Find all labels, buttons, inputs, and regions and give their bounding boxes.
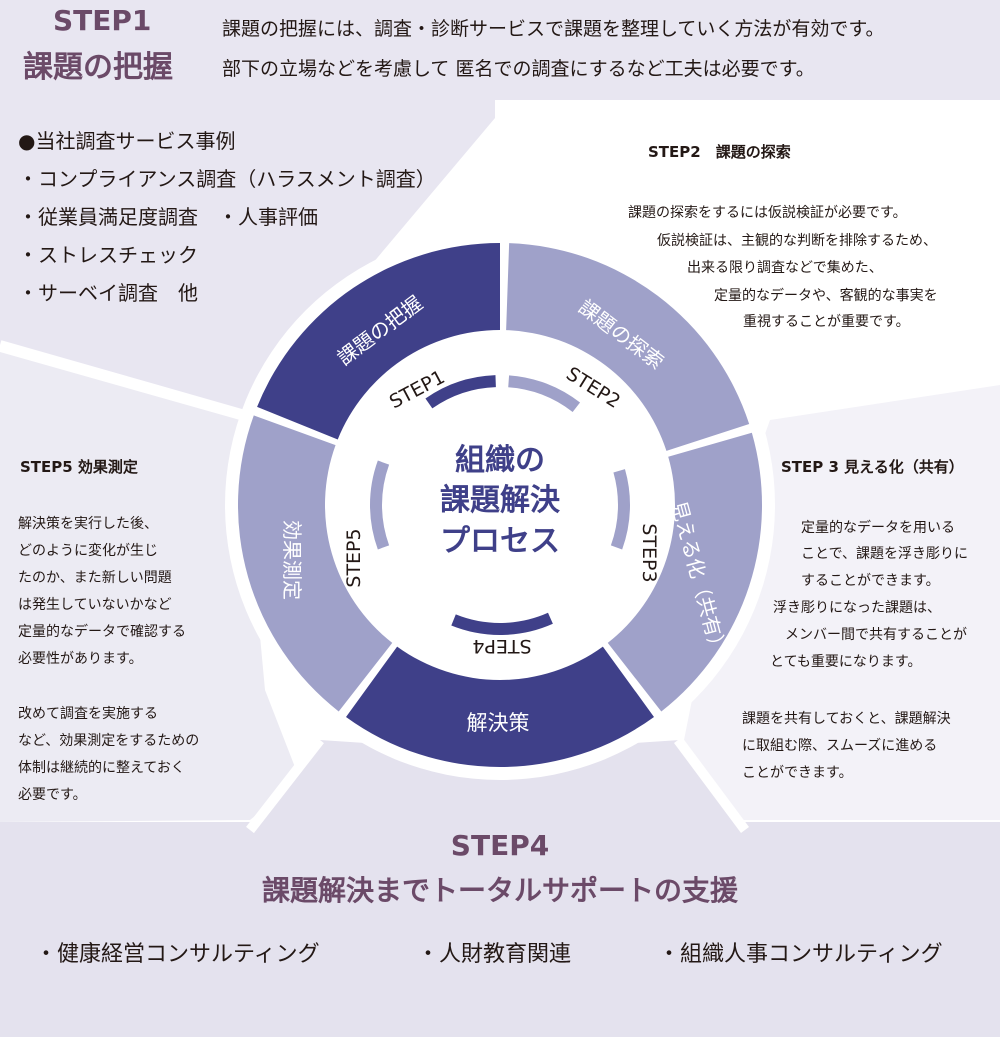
center-label-line2: 課題解決 <box>440 483 561 518</box>
divider-line <box>246 736 324 834</box>
center-label-line3: プロセス <box>440 524 560 559</box>
step5-text-line: 解決策を実行した後、 <box>18 516 158 532</box>
segment-label-step5: 効果測定 <box>280 520 304 600</box>
inner-arc-step5 <box>370 460 390 550</box>
step3-text-line: 浮き彫りになった課題は、 <box>773 600 941 616</box>
step1-heading-line2: 課題の把握 <box>23 50 173 85</box>
inner-arc-step4 <box>451 612 553 636</box>
step2-title: STEP2 課題の探索 <box>648 143 791 161</box>
step4-heading-line2: 課題解決までトータルサポートの支援 <box>261 874 738 907</box>
step3-text-line: メンバー間で共有することが <box>785 627 967 643</box>
step3-text-line: することができます。 <box>801 573 940 589</box>
step5-text-line: 定量的なデータで確認する <box>18 624 186 640</box>
divider-line <box>763 343 1000 420</box>
step5-text-line: 改めて調査を実施する <box>18 706 158 722</box>
support-item-talent-education: ・人財教育関連 <box>417 942 572 967</box>
segment-step1 <box>257 243 500 440</box>
service-example-item: ・コンプライアンス調査（ハラスメント調査） <box>18 167 436 191</box>
support-item-health-consulting: ・健康経営コンサルティング <box>35 942 320 967</box>
step1-heading-line1: STEP1 <box>53 4 152 37</box>
step5-text-line: たのか、また新しい問題 <box>18 570 172 586</box>
segment-step3 <box>607 432 762 712</box>
inner-step-label-5: STEP5 <box>343 528 365 587</box>
divider-line <box>0 340 247 420</box>
step3-text-line: 課題を共有しておくと、課題解決 <box>742 711 951 727</box>
step5-title: STEP5 効果測定 <box>20 458 138 476</box>
inner-arc-step2 <box>508 375 581 413</box>
service-examples-heading: ●当社調査サービス事例 <box>18 129 236 153</box>
step3-text-line: 定量的なデータを用いる <box>801 520 955 536</box>
inner-arc-step1 <box>425 375 496 409</box>
step5-text-line: は発生していないかなど <box>18 597 172 613</box>
step3-text-line: とても重要になります。 <box>770 654 922 670</box>
step5-text-line: 体制は継続的に整えておく <box>18 760 185 776</box>
inner-arc-step3 <box>610 469 630 550</box>
step5-text-line: どのように変化が生じ <box>18 543 158 559</box>
step2-text-line: 定量的なデータや、客観的な事実を <box>714 288 938 304</box>
step3-text-line: ことができます。 <box>742 765 853 781</box>
segment-label-step4: 解決策 <box>467 711 530 735</box>
service-example-item: ・ストレスチェック <box>18 243 198 267</box>
support-item-hr-consulting: ・組織人事コンサルティング <box>658 942 943 967</box>
step3-title: STEP 3 見える化（共有） <box>781 458 964 476</box>
step5-text-line: 必要性があります。 <box>18 651 143 667</box>
step3-text-line: ことで、課題を浮き彫りに <box>801 546 969 562</box>
step1-zone <box>0 0 1000 415</box>
step5-text-line: 必要です。 <box>18 787 87 803</box>
step1-description-line2: 部下の立場などを考慮して 匿名での調査にするなど工夫は必要です。 <box>222 58 815 80</box>
inner-step-label-3: STEP3 <box>638 523 660 582</box>
step2-text-line: 重視することが重要です。 <box>743 314 910 330</box>
wheel-segments <box>237 243 762 768</box>
step2-text-line: 課題の探索をするには仮説検証が必要です。 <box>628 205 907 221</box>
service-example-item: ・従業員満足度調査 ・人事評価 <box>18 205 318 229</box>
step3-text-line: に取組む際、スムーズに進める <box>742 738 938 754</box>
service-example-item: ・サーベイ調査 他 <box>18 281 198 305</box>
step2-text-line: 出来る限り調査などで集めた、 <box>687 260 883 276</box>
center-label-line1: 組織の <box>455 443 545 478</box>
segment-step4 <box>346 646 654 768</box>
step4-zone <box>0 740 1000 1037</box>
step5-text-line: など、効果測定をするための <box>18 733 200 749</box>
step5-zone <box>0 352 300 822</box>
segment-step2 <box>506 243 750 451</box>
inner-ring <box>370 375 630 636</box>
inner-step-label-4: STEP4 <box>472 635 531 657</box>
step1-description-line1: 課題の把握には、調査・診断サービスで課題を整理していく方法が有効です。 <box>222 18 885 40</box>
step4-heading-line1: STEP4 <box>450 829 550 862</box>
segment-step5 <box>237 415 393 712</box>
step2-text-line: 仮説検証は、主観的な判断を排除するため、 <box>657 233 937 249</box>
divider-line <box>673 737 750 833</box>
